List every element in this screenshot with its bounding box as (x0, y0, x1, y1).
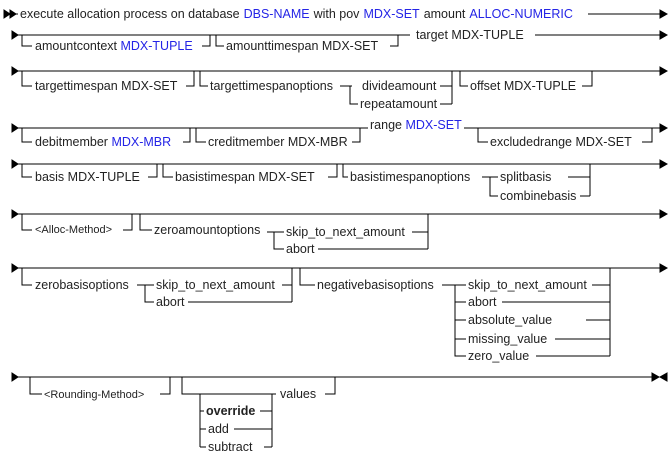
opt-targettimespanoptions: targettimespanoptions (208, 79, 335, 93)
choice-subtract: subtract (206, 440, 255, 454)
choice-splitbasis: splitbasis (498, 170, 554, 184)
var-alloc-numeric: ALLOC-NUMERIC (469, 7, 573, 21)
choice-divideamount: divideamount (360, 79, 439, 93)
keyword-amountcontext: amountcontext (35, 39, 117, 53)
choice-repeatamount: repeatamount (358, 97, 440, 111)
opt-amounttimespan: amounttimespan MDX-SET (224, 39, 381, 53)
choice-combinebasis: combinebasis (498, 189, 579, 203)
opt-zerobasisoptions: zerobasisoptions (33, 278, 131, 292)
choice-neg-absolute-value: absolute_value (466, 313, 555, 327)
choice-neg-abort: abort (466, 295, 499, 309)
start-arrow-icon (3, 9, 17, 19)
statement-header: execute allocation process on database D… (18, 7, 575, 21)
var-mdx-set: MDX-SET (363, 7, 420, 21)
opt-debitmember: debitmember MDX-MBR (33, 135, 174, 149)
keyword-with-pov: with pov (313, 7, 360, 21)
choice-add: add (206, 422, 231, 436)
opt-targettimespan: targettimespan MDX-SET (33, 79, 180, 93)
var-mdx-mbr: MDX-MBR (111, 135, 172, 149)
keyword-execute-allocation: execute allocation process on database (20, 7, 240, 21)
opt-alloc-method: <Alloc-Method> (33, 223, 115, 237)
keyword-range-label: range (370, 118, 402, 132)
opt-basistimespanoptions: basistimespanoptions (348, 170, 473, 184)
opt-rounding-method: <Rounding-Method> (42, 388, 147, 402)
choice-override: override (204, 404, 258, 418)
var-range-mdx-set: MDX-SET (405, 118, 462, 132)
keyword-amount: amount (423, 7, 466, 21)
choice-skip-to-next-amount: skip_to_next_amount (154, 278, 277, 292)
var-mdx-tuple: MDX-TUPLE (120, 39, 193, 53)
choice-skip-to-next-amount: skip_to_next_amount (284, 225, 407, 239)
opt-excludedrange: excludedrange MDX-SET (488, 135, 634, 149)
opt-amountcontext: amountcontext MDX-TUPLE (33, 39, 195, 53)
keyword-target: target MDX-TUPLE (414, 28, 526, 42)
var-dbs-name: DBS-NAME (243, 7, 310, 21)
choice-neg-missing-value: missing_value (466, 332, 550, 346)
opt-zeroamountoptions: zeroamountoptions (152, 223, 263, 237)
choice-neg-zero-value: zero_value (466, 349, 532, 363)
choice-abort: abort (284, 242, 317, 256)
choice-abort: abort (154, 295, 187, 309)
opt-creditmember: creditmember MDX-MBR (206, 135, 350, 149)
opt-basistimespan: basistimespan MDX-SET (173, 170, 317, 184)
opt-negativebasisoptions: negativebasisoptions (315, 278, 436, 292)
opt-basis: basis MDX-TUPLE (33, 170, 142, 184)
keyword-debitmember: debitmember (35, 135, 108, 149)
opt-offset: offset MDX-TUPLE (468, 79, 579, 93)
keyword-range: range MDX-SET (368, 118, 464, 132)
choice-neg-skip: skip_to_next_amount (466, 278, 589, 292)
continue-arrow-icon (659, 9, 669, 19)
keyword-values: values (278, 387, 319, 401)
end-arrow-icon (651, 372, 668, 382)
